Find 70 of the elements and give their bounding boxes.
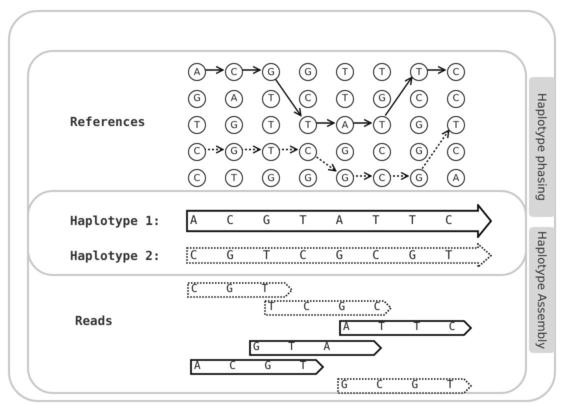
base-circle: T xyxy=(373,116,391,134)
base-circle: G xyxy=(299,63,317,81)
base-circle: T xyxy=(410,63,428,81)
base-circle: C xyxy=(447,63,465,81)
sequence-text: T C G C xyxy=(268,300,380,313)
base-circle: G xyxy=(336,142,354,160)
base-circle: T xyxy=(299,116,317,134)
base-circle: C xyxy=(299,142,317,160)
base-circle: G xyxy=(373,90,391,108)
base-circle: C xyxy=(447,142,465,160)
base-circle: T xyxy=(373,63,391,81)
base-circle: G xyxy=(225,116,243,134)
base-circle: G xyxy=(188,90,206,108)
haplotype-strip xyxy=(186,204,492,238)
read-segment xyxy=(190,359,324,375)
base-circle: A xyxy=(447,169,465,187)
base-circle: G xyxy=(410,116,428,134)
row-label: Haplotype 1: xyxy=(70,213,160,228)
base-circle: T xyxy=(262,142,280,160)
base-circle: A xyxy=(225,90,243,108)
row-label: Haplotype 2: xyxy=(70,248,160,263)
arrow xyxy=(352,118,372,128)
base-circle: T xyxy=(336,63,354,81)
base-circle: T xyxy=(336,90,354,108)
base-circle: T xyxy=(262,116,280,134)
sequence-text: C G T xyxy=(191,282,268,295)
tab-label: Haplotype phasing xyxy=(529,77,555,217)
base-circle: C xyxy=(373,169,391,187)
base-circle: G xyxy=(262,169,280,187)
base-circle: C xyxy=(447,90,465,108)
base-circle: T xyxy=(447,116,465,134)
arrow xyxy=(426,66,446,74)
base-circle: G xyxy=(336,169,354,187)
base-circle: C xyxy=(188,142,206,160)
sequence-text: A C G T xyxy=(194,359,306,372)
read-segment xyxy=(339,320,472,336)
arrow xyxy=(422,130,450,169)
tab-label: Haplotype Assembly xyxy=(529,227,555,353)
sequence-text: G C G T xyxy=(341,378,454,391)
read-segment xyxy=(249,340,382,356)
haplotype-strip xyxy=(186,243,492,268)
sequence-text: G T A xyxy=(253,340,330,353)
base-circle: C xyxy=(373,142,391,160)
base-circle: A xyxy=(188,63,206,81)
base-circle: C xyxy=(225,63,243,81)
arrow xyxy=(204,66,224,74)
base-circle: T xyxy=(262,90,280,108)
base-circle: G xyxy=(410,142,428,160)
base-circle: C xyxy=(299,90,317,108)
section-label: Reads xyxy=(75,313,113,328)
base-circle: G xyxy=(225,142,243,160)
arrow xyxy=(274,77,302,116)
read-segment xyxy=(264,300,392,316)
read-segment xyxy=(337,378,472,394)
base-circle: G xyxy=(262,63,280,81)
base-circle: G xyxy=(410,169,428,187)
base-circle: A xyxy=(336,116,354,134)
sequence-text: A T T C xyxy=(343,320,456,333)
base-circle: C xyxy=(188,169,206,187)
base-circle: T xyxy=(225,169,243,187)
read-segment xyxy=(187,282,293,298)
base-circle: T xyxy=(188,116,206,134)
base-circle: C xyxy=(410,90,428,108)
sequence-text: A C G T A T T C xyxy=(190,213,452,227)
arrow xyxy=(384,76,412,116)
arrow xyxy=(315,118,335,128)
arrow xyxy=(241,66,261,74)
sequence-text: C G T C G C G T xyxy=(190,248,452,262)
section-label: References xyxy=(70,114,146,129)
base-circle: G xyxy=(299,169,317,187)
